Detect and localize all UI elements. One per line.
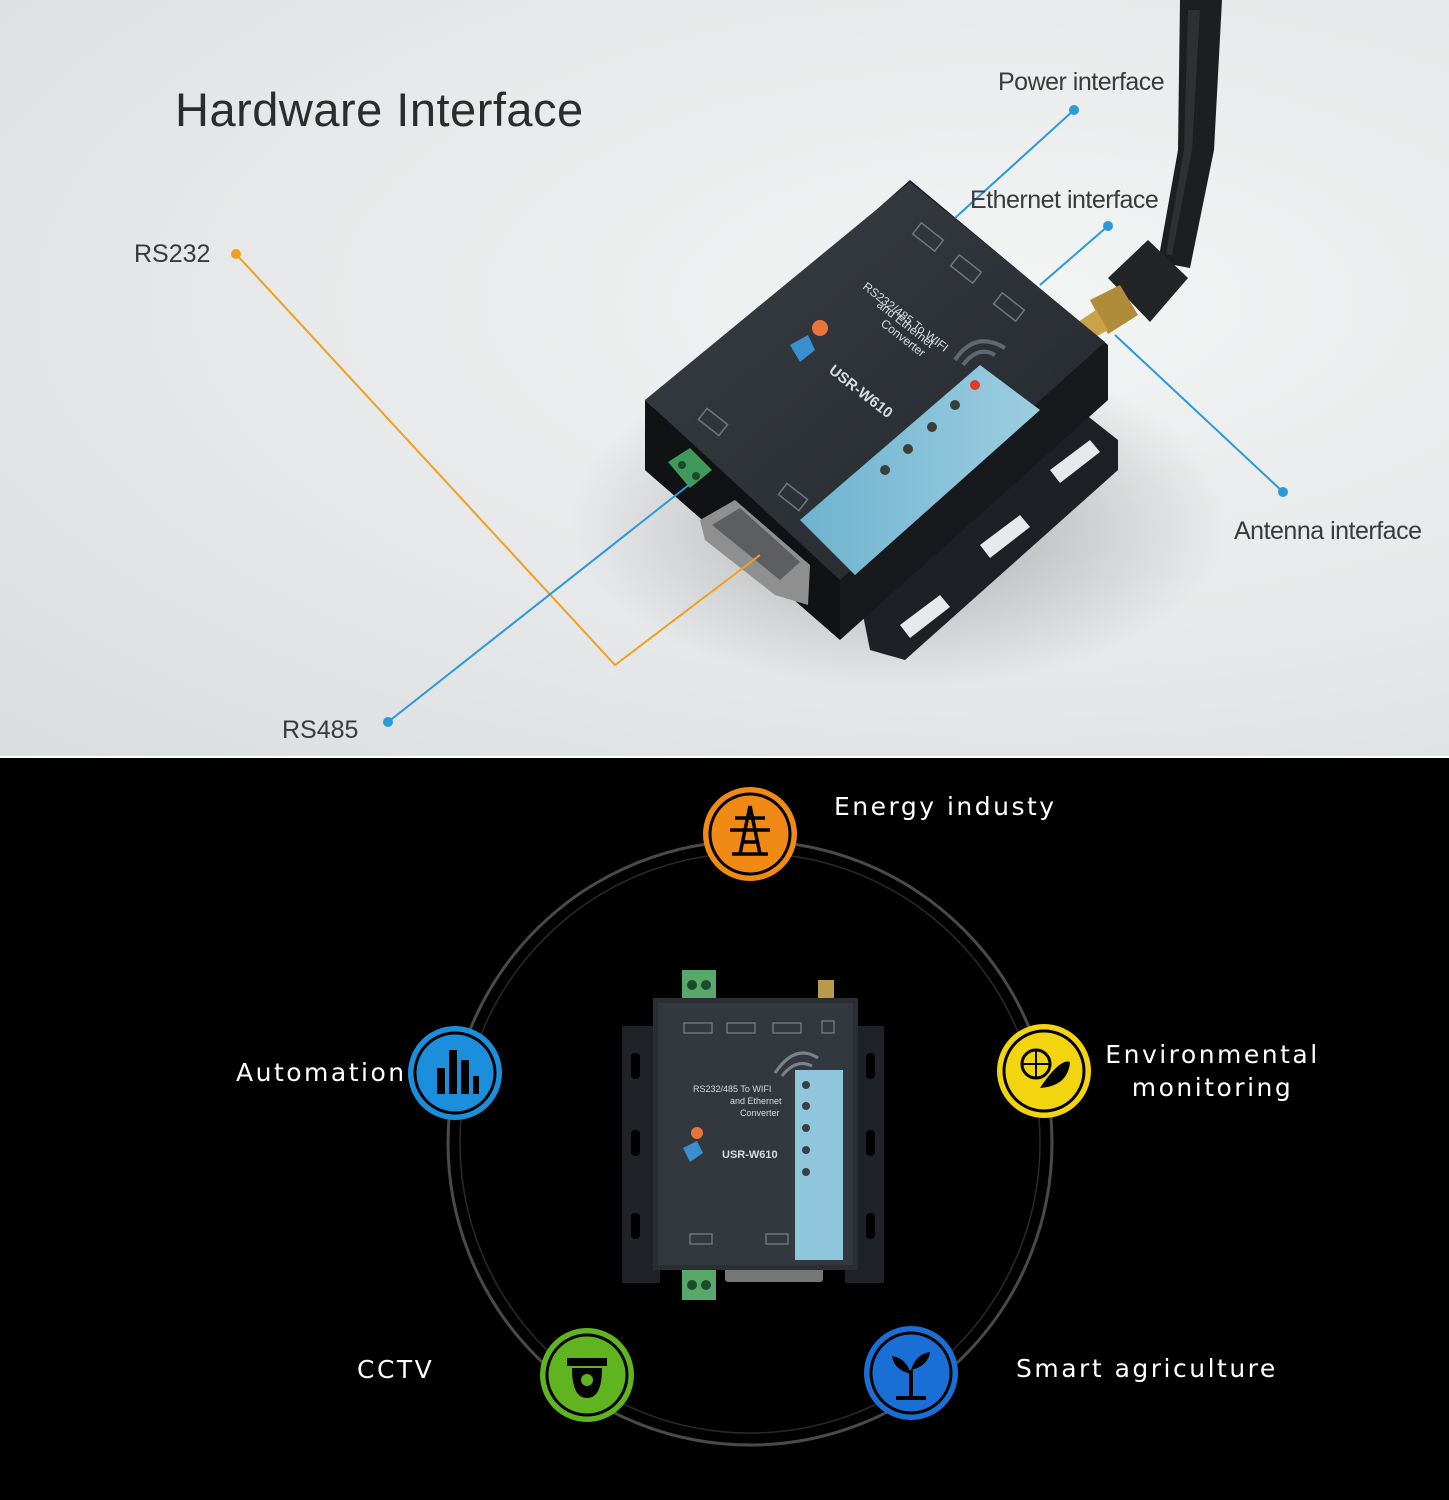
leader-lines — [231, 105, 1288, 727]
center-device — [622, 970, 884, 1300]
center-device-caption: RS232/485 To WIFI and Ethernet Converter… — [693, 1084, 782, 1161]
antenna-interface-label: Antenna interface — [1234, 517, 1422, 545]
rs232-db9-port — [700, 500, 810, 605]
section-divider — [0, 756, 1449, 758]
device-photo: RS232/485 To WIFI and Ethernet Converter… — [231, 0, 1288, 727]
applications-section: RS232/485 To WIFI and Ethernet Converter… — [0, 758, 1449, 1500]
power-interface-label: Power interface — [998, 68, 1165, 96]
mounting-bracket — [860, 410, 1118, 660]
environmental-monitoring-label-line2: monitoring — [1131, 1073, 1294, 1102]
environmental-monitoring-label-line1: Environmental — [1105, 1040, 1320, 1069]
svg-text:Converter: Converter — [740, 1108, 780, 1118]
rs485-label: RS485 — [282, 716, 359, 744]
rs485-terminal-block — [668, 448, 712, 488]
automation-label: Automation — [236, 1058, 407, 1087]
cctv-label: CCTV — [357, 1355, 435, 1384]
hardware-interface-section: RS232/485 To WIFI and Ethernet Converter… — [0, 0, 1449, 756]
applications-graphic: RS232/485 To WIFI and Ethernet Converter… — [408, 787, 1091, 1447]
rs232-label: RS232 — [134, 240, 211, 268]
ethernet-interface-label: Ethernet interface — [970, 186, 1159, 214]
smart-agriculture-label: Smart agriculture — [1016, 1354, 1278, 1383]
energy-industry-label: Energy industy — [834, 792, 1057, 821]
environmental-monitoring-icon — [997, 1024, 1091, 1118]
smart-agriculture-icon — [864, 1326, 958, 1420]
environmental-monitoring-label: Environmental monitoring — [1105, 1038, 1320, 1104]
page-title: Hardware Interface — [175, 83, 584, 136]
energy-industry-icon — [703, 787, 797, 881]
automation-icon — [408, 1026, 502, 1120]
svg-text:and Ethernet: and Ethernet — [730, 1096, 782, 1106]
svg-text:USR-W610: USR-W610 — [722, 1149, 778, 1161]
antenna — [1078, 0, 1222, 340]
cctv-icon — [540, 1328, 634, 1422]
svg-text:RS232/485 To WIFI: RS232/485 To WIFI — [693, 1084, 771, 1094]
